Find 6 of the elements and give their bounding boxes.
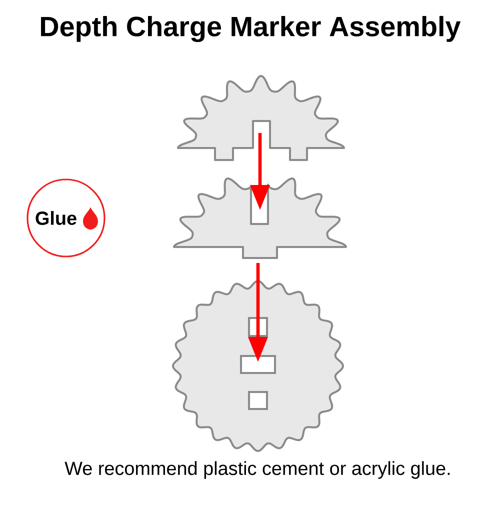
gear-piece: [177, 75, 345, 161]
title: Depth Charge Marker Assembly: [41, 16, 461, 42]
gear-piece: [172, 280, 344, 452]
gear-piece: [173, 178, 347, 259]
caption: We recommend plastic cement or acrylic glue.: [64, 461, 450, 479]
badge: Glue: [26, 178, 106, 258]
